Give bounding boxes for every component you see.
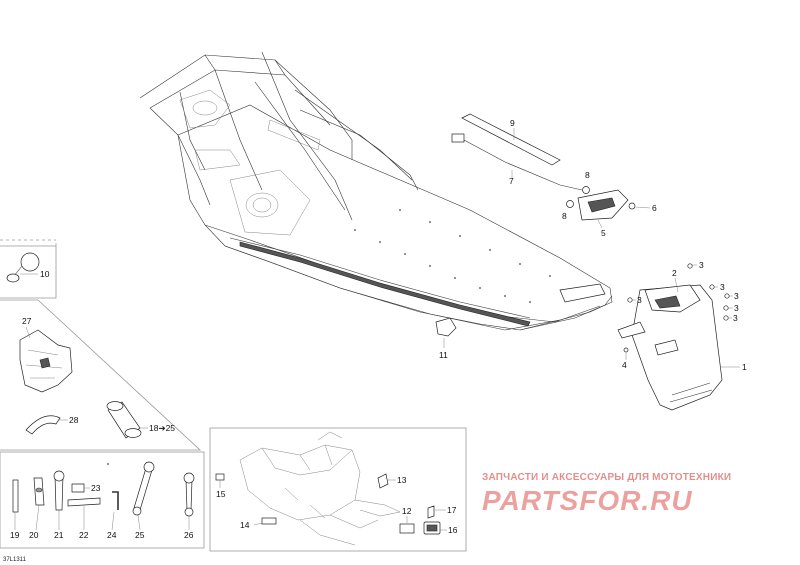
callout-10: 10 (40, 269, 50, 279)
callout-24: 24 (107, 530, 117, 540)
callout-28: 28 (69, 415, 79, 425)
callout-9: 9 (510, 118, 515, 128)
part-snowflap: 1 2 3 3 3 3 3 3 4 (617, 260, 747, 411)
part-wiring-harness: 7 (451, 133, 583, 191)
callout-12: 12 (402, 506, 412, 516)
callout-23: 23 (91, 483, 101, 493)
callout-3e: 3 (734, 303, 739, 313)
callout-1: 1 (742, 362, 747, 372)
part-strip: 9 (461, 113, 561, 166)
chassis-frame (139, 51, 613, 331)
callout-3c: 3 (637, 295, 642, 305)
part-bracket: 11 (435, 317, 457, 360)
callout-16: 16 (448, 525, 458, 535)
callout-3a: 3 (699, 260, 704, 270)
callout-14: 14 (240, 520, 250, 530)
section-decals: 13 15 14 12 16 17 (209, 427, 467, 552)
callout-4: 4 (622, 360, 627, 370)
part-taillight: 8 8 6 5 (562, 170, 657, 238)
callout-11: 11 (439, 350, 448, 360)
watermark: ЗАПЧАСТИ И АКСЕССУАРЫ ДЛЯ МОТОТЕХНИКИ PA… (482, 472, 782, 517)
callout-8b: 8 (562, 211, 567, 221)
callout-26: 26 (184, 530, 194, 540)
callout-5: 5 (601, 228, 606, 238)
callout-18-25: 18➔25 (149, 423, 175, 433)
callout-3d: 3 (734, 291, 739, 301)
callout-25: 25 (135, 530, 145, 540)
callout-8a: 8 (585, 170, 590, 180)
callout-2: 2 (672, 268, 677, 278)
callout-22: 22 (79, 530, 89, 540)
callout-3f: 3 (733, 313, 738, 323)
callout-19: 19 (10, 530, 20, 540)
callout-20: 20 (29, 530, 39, 540)
callout-17: 17 (447, 505, 457, 515)
callout-13: 13 (397, 475, 407, 485)
watermark-tagline: ЗАПЧАСТИ И АКСЕССУАРЫ ДЛЯ МОТОТЕХНИКИ (482, 472, 732, 483)
callout-15: 15 (216, 489, 226, 499)
callout-21: 21 (54, 530, 64, 540)
callout-7: 7 (509, 176, 514, 186)
callout-27: 27 (22, 316, 32, 326)
watermark-brand: PARTSFOR.RU (482, 485, 693, 516)
diagram-code: 37L1311 (3, 557, 27, 563)
section-toolkit: 27 28 18➔25 (0, 299, 202, 465)
callout-6: 6 (652, 203, 657, 213)
section-tools: 19 20 21 22 23 24 25 26 (0, 451, 205, 549)
section-mirror: 10 (0, 245, 57, 299)
section-divider (0, 239, 57, 246)
callout-3b: 3 (720, 282, 725, 292)
